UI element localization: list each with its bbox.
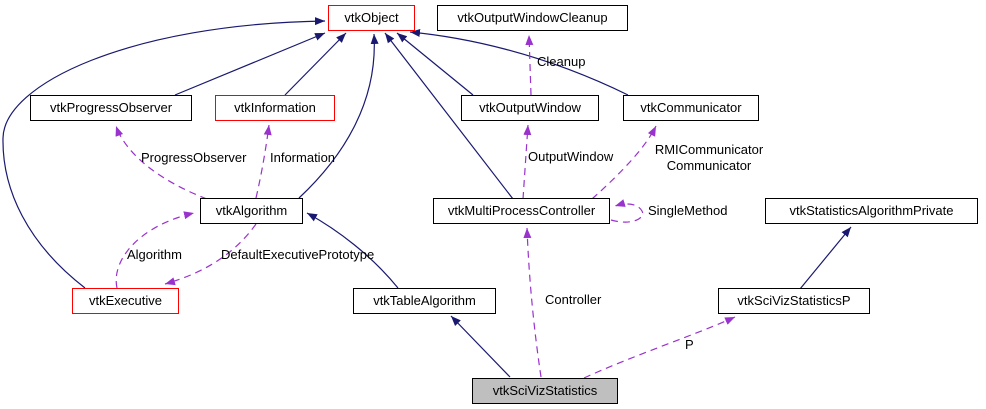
node-vtkinformation[interactable]: vtkInformation [215, 95, 335, 121]
edge-label-defaultexecutiveprototype: DefaultExecutivePrototype [221, 247, 375, 262]
edge-inherit-vtkmultiprocesscontroller-vtkobject [384, 32, 514, 200]
node-vtkalgorithm[interactable]: vtkAlgorithm [200, 198, 303, 224]
edge-inherit-vtkscivizstatisticsp-vtkstatisticsalgorithmprivate [799, 226, 852, 290]
edge-label-progressobserver: ProgressObserver [141, 150, 247, 165]
edge-usage-information [255, 124, 272, 199]
edge-usage-cleanup [525, 34, 534, 96]
node-vtktablealgorithm[interactable]: vtkTableAlgorithm [353, 288, 496, 314]
edge-inherit-vtkexecutive-vtkobject [2, 17, 326, 289]
edge-usage-singlemethod-selfloop [610, 199, 644, 223]
edge-inherit-vtktablealgorithm-vtkalgorithm [306, 212, 399, 289]
node-vtkobject[interactable]: vtkObject [328, 5, 415, 31]
edge-inherit-vtkprogressobserver-vtkobject [174, 32, 326, 96]
edge-inherit-vtkscivizstatistics-vtktablealgorithm [450, 315, 511, 378]
node-vtkprogressobserver[interactable]: vtkProgressObserver [30, 95, 192, 121]
edge-label-rmicommunicator-line1: RMICommunicator [654, 142, 764, 157]
edge-label-controller: Controller [545, 292, 602, 307]
edge-usage-outputwindow [522, 124, 532, 200]
edge-usage-p [583, 316, 736, 379]
edge-usage-rmicommunicator [591, 125, 657, 200]
node-vtkscivizstatisticsp[interactable]: vtkSciVizStatisticsP [718, 288, 870, 314]
edge-label-outputwindow: OutputWindow [528, 149, 614, 164]
edge-label-p: P [685, 337, 694, 352]
node-vtkstatisticsalgorithmprivate[interactable]: vtkStatisticsAlgorithmPrivate [765, 198, 978, 224]
edge-inherit-vtkoutputwindow-vtkobject [396, 32, 474, 96]
edge-inherit-vtkcommunicator-vtkobject [409, 28, 629, 96]
edge-label-rmicommunicator-line2: Communicator [666, 158, 752, 173]
edge-label-algorithm: Algorithm [127, 247, 182, 262]
edge-inherit-vtkinformation-vtkobject [284, 32, 347, 96]
edge-label-information: Information [270, 150, 336, 165]
node-vtkcommunicator[interactable]: vtkCommunicator [623, 95, 759, 121]
node-vtkexecutive[interactable]: vtkExecutive [72, 288, 179, 314]
edge-inherit-vtkalgorithm-vtkobject [298, 33, 379, 199]
edge-label-cleanup: Cleanup [537, 54, 586, 69]
edge-usage-controller [523, 227, 542, 378]
node-vtkscivizstatistics: vtkSciVizStatistics [472, 378, 618, 404]
edge-label-singlemethod: SingleMethod [648, 203, 728, 218]
node-vtkmultiprocesscontroller[interactable]: vtkMultiProcessController [433, 198, 610, 224]
edge-usage-algorithm [115, 211, 195, 289]
edge-usage-defaultexecutiveprototype [164, 223, 257, 286]
edge-usage-progressobserver [115, 125, 208, 200]
node-vtkoutputwindowcleanup[interactable]: vtkOutputWindowCleanup [437, 5, 628, 31]
node-vtkoutputwindow[interactable]: vtkOutputWindow [461, 95, 599, 121]
edge-label-rmicommunicator: RMICommunicator Communicator [650, 142, 768, 174]
